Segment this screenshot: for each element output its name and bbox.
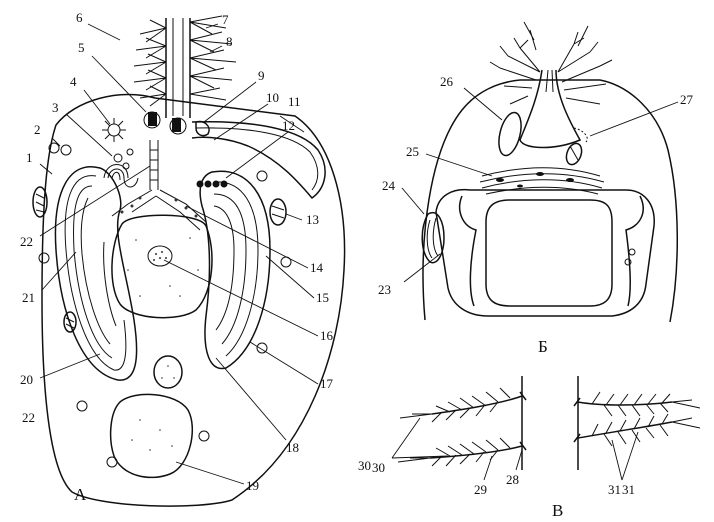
label-30-b: 30 xyxy=(372,460,385,475)
label-3: 3 xyxy=(52,100,59,115)
mastigonemes-left xyxy=(133,19,167,107)
outer-cell-wall xyxy=(422,79,678,323)
chloroplast-left xyxy=(54,166,138,381)
panel-label-a: А xyxy=(74,485,87,504)
panel-label-b: Б xyxy=(538,337,548,356)
label-22-b: 22 xyxy=(22,410,35,425)
label-1: 1 xyxy=(26,150,33,165)
chloroplast-b xyxy=(421,211,445,264)
granule-26 xyxy=(498,111,522,157)
label-19: 19 xyxy=(246,478,259,493)
figure-labels: 1 2 3 4 5 6 7 8 9 10 11 12 13 14 15 16 1… xyxy=(20,10,694,520)
panel-b-section xyxy=(421,21,678,323)
mastigonemes-right xyxy=(189,15,237,101)
flagellum-shaft xyxy=(165,18,191,118)
label-14: 14 xyxy=(310,260,324,275)
central-compartment xyxy=(485,199,613,307)
label-7: 7 xyxy=(222,12,229,27)
hair-left-upper xyxy=(399,387,523,423)
panel-label-v: В xyxy=(552,501,563,520)
second-flagellum xyxy=(191,120,326,200)
label-12: 12 xyxy=(282,118,295,133)
rhizoplast xyxy=(149,140,159,190)
label-15: 15 xyxy=(316,290,329,305)
label-27: 27 xyxy=(680,92,694,107)
er-right xyxy=(155,189,207,231)
dotted-pocket-27 xyxy=(573,127,588,143)
vesicles xyxy=(60,144,134,170)
label-18: 18 xyxy=(286,440,299,455)
storage-granule-small xyxy=(153,355,183,389)
mitochondrion-lower-left xyxy=(63,311,77,333)
nucleus xyxy=(111,214,213,319)
label-17: 17 xyxy=(320,376,334,391)
label-8: 8 xyxy=(226,34,233,49)
label-20: 20 xyxy=(20,372,33,387)
er-left xyxy=(111,189,157,217)
label-4: 4 xyxy=(70,74,77,89)
label-29: 29 xyxy=(474,482,487,497)
label-30-a: 30 xyxy=(358,458,371,473)
contractile-vacuole xyxy=(102,118,126,142)
label-31-b: 31 xyxy=(622,482,635,497)
label-25: 25 xyxy=(406,144,419,159)
label-5: 5 xyxy=(78,40,85,55)
label-13: 13 xyxy=(306,212,319,227)
basal-body-right xyxy=(172,118,181,132)
label-10: 10 xyxy=(266,90,279,105)
basal-body-left xyxy=(148,112,157,126)
cell-membrane xyxy=(41,93,346,507)
mitochondrion-right xyxy=(269,198,287,226)
storage-granule-large xyxy=(109,393,193,479)
panel-a-cell xyxy=(32,15,346,507)
label-2: 2 xyxy=(34,122,41,137)
panel-v-hairs xyxy=(397,376,701,470)
granule-small-b xyxy=(565,142,583,166)
hair-right-lower xyxy=(577,413,701,447)
label-11: 11 xyxy=(288,94,301,109)
flagellum-b xyxy=(519,69,582,149)
chloroplast-right xyxy=(199,170,271,370)
nucleolus xyxy=(147,245,173,267)
label-9: 9 xyxy=(258,68,265,83)
flagellar-hairs-b xyxy=(489,21,613,105)
label-16: 16 xyxy=(320,328,334,343)
label-24: 24 xyxy=(382,178,396,193)
peripheral-vesicles xyxy=(38,142,292,468)
chloroplast-granules xyxy=(196,180,228,188)
golgi-apparatus xyxy=(107,168,139,188)
label-6: 6 xyxy=(76,10,83,25)
label-22-a: 22 xyxy=(20,234,33,249)
label-28: 28 xyxy=(506,472,519,487)
label-31-a: 31 xyxy=(608,482,621,497)
label-21: 21 xyxy=(22,290,35,305)
mitochondrion-left xyxy=(32,186,48,218)
structure-right-b xyxy=(624,248,636,266)
hair-right-upper xyxy=(577,391,701,417)
leader-lines xyxy=(39,23,679,485)
label-23: 23 xyxy=(378,282,391,297)
hair-left-lower xyxy=(397,437,523,467)
label-26: 26 xyxy=(440,74,454,89)
outer-frame xyxy=(435,188,655,317)
flagellar-swelling xyxy=(195,120,210,137)
